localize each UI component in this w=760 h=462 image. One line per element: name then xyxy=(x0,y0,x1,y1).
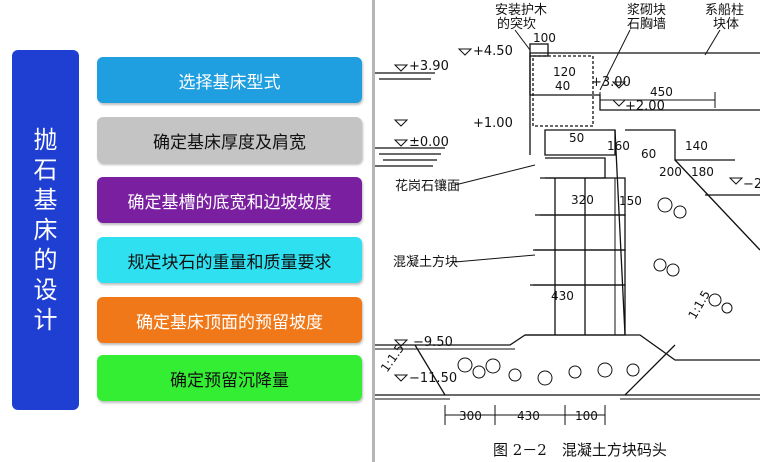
step-select-bed-type[interactable]: 选择基床型式 xyxy=(97,57,362,103)
quay-wall-section: 安装护木 的突坎 浆砌块 石胸墙 系船柱 块体 花岗石镶面 混凝土方块 +4.5… xyxy=(375,3,760,459)
rear-slope-line xyxy=(674,159,760,251)
dim-40: 40 xyxy=(555,79,570,93)
dim-50-a: 50 xyxy=(569,131,584,145)
seabed-hatch xyxy=(375,348,760,400)
topic-title-bar: 抛石基床的设计 xyxy=(12,50,79,410)
callout-wall-top: 浆砌块 xyxy=(627,3,666,18)
elevation-plus-3-00: +3.00 xyxy=(591,75,631,90)
dim-100-top: 100 xyxy=(533,31,556,45)
callout-fender-bottom: 的突坎 xyxy=(497,16,536,32)
dim-160: 160 xyxy=(607,139,630,153)
callout-block: 混凝土方块 xyxy=(393,254,458,270)
dim-150-a: 150 xyxy=(619,194,642,208)
callout-bollard-bottom: 块体 xyxy=(713,17,739,32)
bottom-dimensions xyxy=(444,405,606,425)
concrete-blocks xyxy=(525,129,626,336)
slope-right: 1:1.5 xyxy=(685,288,713,322)
rubble-bed-top xyxy=(375,334,760,361)
callout-bollard-top: 系船柱 xyxy=(705,3,744,18)
foundation-trench xyxy=(414,344,676,396)
left-panel: 抛石基床的设计 选择基床型式 确定基床厚度及肩宽 确定基槽的底宽和边坡坡度 规定… xyxy=(0,0,372,462)
elevation-zero: ±0.00 xyxy=(409,135,449,150)
dim-430-mid: 430 xyxy=(551,289,574,303)
dim-140: 140 xyxy=(685,139,708,153)
step-trench-width-slope[interactable]: 确定基槽的底宽和边坡坡度 xyxy=(97,177,362,223)
dim-300: 300 xyxy=(459,409,482,423)
step-settlement[interactable]: 确定预留沉降量 xyxy=(97,355,362,401)
panel-divider xyxy=(372,0,375,462)
dim-320: 320 xyxy=(571,193,594,207)
water-surface-lines xyxy=(375,72,445,167)
step-top-slope[interactable]: 确定基床顶面的预留坡度 xyxy=(97,297,362,343)
dim-100-bottom: 100 xyxy=(575,409,598,423)
callout-wall-bottom: 石胸墙 xyxy=(627,17,666,32)
callout-leaders xyxy=(454,29,721,263)
masonry-wall xyxy=(532,55,594,127)
elevation-plus-2-00: +2.00 xyxy=(625,99,665,114)
figure-caption: 图 2－2 混凝土方块码头 xyxy=(493,441,667,459)
dim-200: 200 xyxy=(659,165,682,179)
slope-left: 1:1.5 xyxy=(378,341,407,374)
callout-granite: 花岗石镶面 xyxy=(395,178,460,194)
dim-450: 450 xyxy=(650,85,673,99)
elevation-plus-1-00: +1.00 xyxy=(473,116,513,131)
dim-180: 180 xyxy=(691,165,714,179)
dim-60: 60 xyxy=(641,147,656,161)
step-stone-requirements[interactable]: 规定块石的重量和质量要求 xyxy=(97,237,362,283)
elevation-markers xyxy=(393,48,744,382)
topic-title: 抛石基床的设计 xyxy=(33,126,58,334)
rear-fill-line xyxy=(625,129,735,161)
callout-fender-top: 安装护木 xyxy=(495,3,547,18)
step-bed-thickness[interactable]: 确定基床厚度及肩宽 xyxy=(97,117,362,163)
dim-430: 430 xyxy=(517,409,540,423)
dim-120: 120 xyxy=(553,65,576,79)
rubble-stones xyxy=(457,197,733,386)
elevation-plus-4-50: +4.50 xyxy=(473,44,513,59)
elevation-minus-11-50: −11.50 xyxy=(409,371,457,386)
elevation-minus-2: −2 xyxy=(743,177,760,192)
engineering-drawing: 安装护木 的突坎 浆砌块 石胸墙 系船柱 块体 花岗石镶面 混凝土方块 +4.5… xyxy=(375,0,760,462)
elevation-plus-3-90: +3.90 xyxy=(409,59,449,74)
elevation-minus-9-50: −9.50 xyxy=(413,335,453,350)
fender-coping xyxy=(529,43,549,57)
